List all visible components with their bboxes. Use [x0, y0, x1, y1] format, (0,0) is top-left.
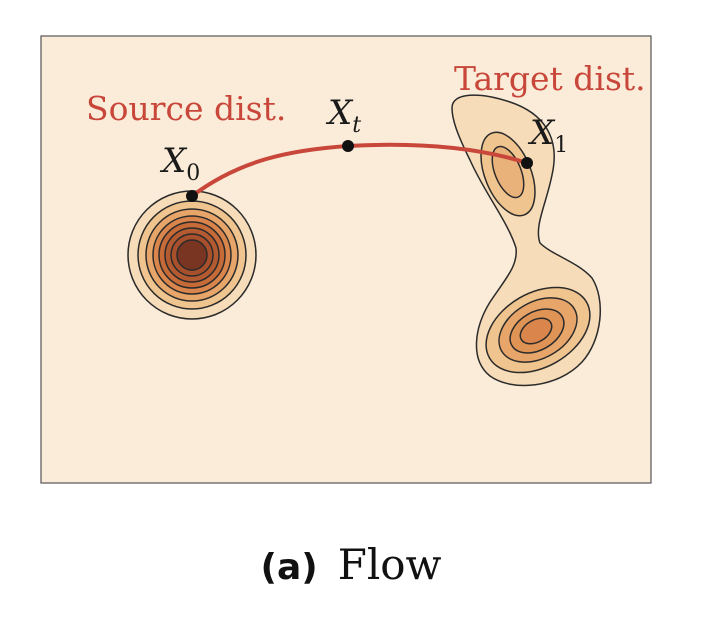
caption-text: Flow [337, 540, 442, 589]
target-label: Target dist. [454, 59, 646, 98]
point-x0-symbol: X [159, 141, 188, 181]
flow-diagram: Source dist. Target dist. X0 Xt X1 [40, 35, 652, 484]
point-x1-subscript: 1 [554, 133, 568, 158]
caption-tag: (a) [260, 547, 318, 588]
point-x1-marker [521, 157, 533, 169]
point-x0-subscript: 0 [186, 161, 200, 186]
source-distribution [127, 190, 257, 320]
point-x1-symbol: X [527, 113, 556, 153]
figure-caption: (a) Flow [0, 540, 702, 589]
point-xt-label: Xt [325, 93, 361, 138]
source-label: Source dist. [86, 89, 286, 128]
point-xt-subscript: t [352, 113, 361, 138]
point-x1-label: X1 [527, 113, 568, 158]
target-distribution [451, 94, 602, 387]
point-x0-marker [186, 190, 198, 202]
source-contour [176, 239, 208, 271]
point-xt-symbol: X [325, 93, 354, 133]
point-x0-label: X0 [159, 141, 200, 186]
target-lower-contour [519, 317, 553, 345]
point-xt-marker [342, 140, 354, 152]
